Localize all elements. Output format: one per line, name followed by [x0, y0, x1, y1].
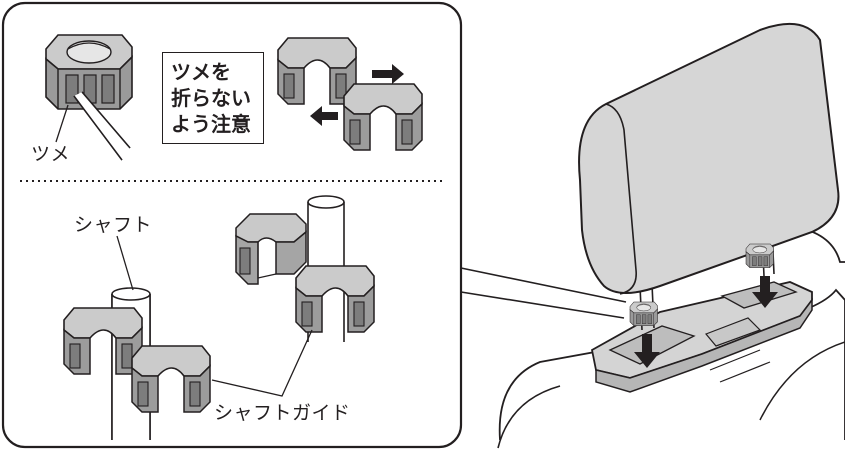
warning-line-3: よう注意: [171, 111, 263, 137]
warning-line-2: 折らない: [171, 85, 263, 111]
warning-box: ツメを 折らない よう注意: [162, 52, 264, 144]
tab-label: ツメ: [31, 145, 70, 164]
warning-line-1: ツメを: [171, 59, 263, 85]
headrest-illustration: [498, 24, 845, 448]
closed-shaft-guide: [46, 35, 132, 109]
shaft-guide-label: シャフトガイド: [214, 404, 351, 423]
shaft-label: シャフト: [74, 216, 152, 235]
